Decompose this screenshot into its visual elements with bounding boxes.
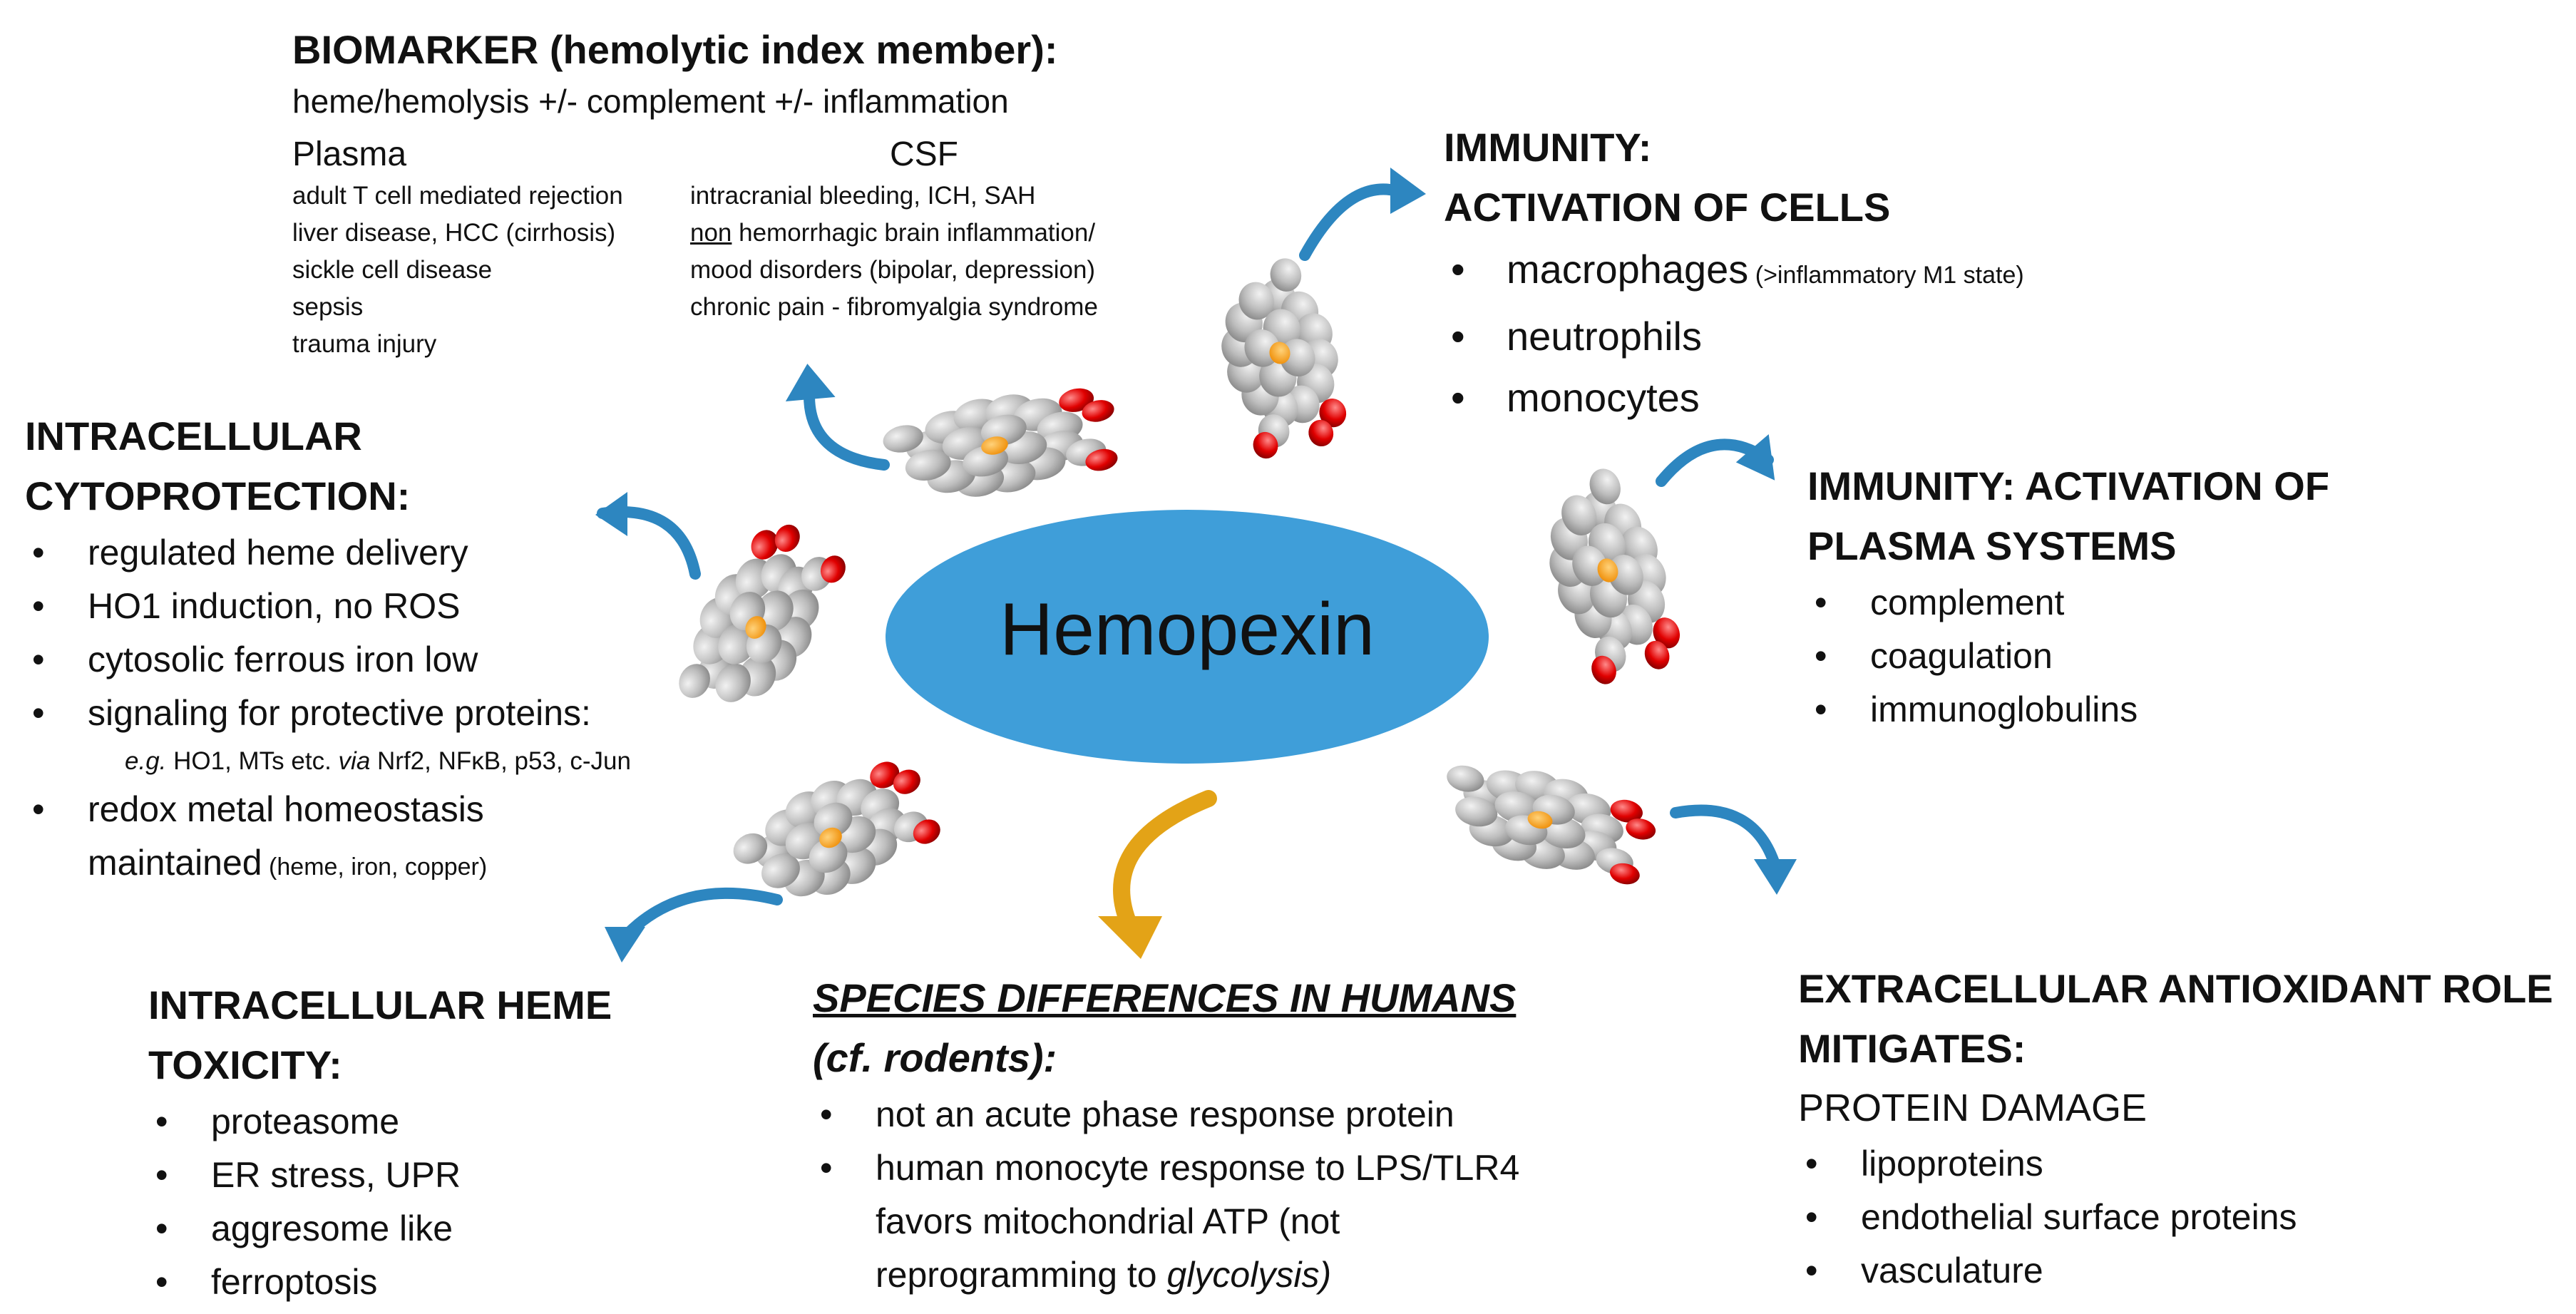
immunity-plasma-title-2: PLASMA SYSTEMS [1807,523,2177,568]
list-item: immunoglobulins [1807,683,2520,736]
list-item: not an acute phase response protein [813,1088,1654,1141]
antioxidant-title-2: MITIGATES: [1798,1026,2026,1071]
list-item: HO1 induction, no ROS [25,580,738,633]
list-item: vasculature [1798,1244,2568,1298]
list-item: non hemorrhagic brain inflammation/ [690,215,1098,252]
species-list: not an acute phase response protein huma… [813,1088,1654,1302]
immunity-plasma-title-1: IMMUNITY: ACTIVATION OF [1807,463,2330,508]
antioxidant-title-1: EXTRACELLULAR ANTIOXIDANT ROLE [1798,966,2553,1011]
csf-list: intracranial bleeding, ICH, SAH non hemo… [690,178,1098,326]
cytoprotection-title-1: INTRACELLULAR [25,414,362,458]
immunity-plasma-list: complement coagulation immunoglobulins [1807,576,2520,736]
list-item: coagulation [1807,630,2520,683]
cytoprotection-note: e.g. HO1, MTs etc. via Nrf2, NFκB, p53, … [25,740,738,783]
list-item: trauma injury [292,330,437,358]
hemopexin-ellipse [886,510,1489,764]
antioxidant-subtitle: PROTEIN DAMAGE [1798,1087,2147,1129]
list-item: redox metal homeostasis maintained (heme,… [25,783,738,894]
hemopexin-label: Hemopexin [1000,588,1375,671]
csf-non-text: non [690,219,732,247]
list-item: intracranial bleeding, ICH, SAH [690,182,1036,210]
biomarker-subtitle: heme/hemolysis +/- complement +/- inflam… [292,83,1009,120]
note-rest: Nrf2, NFκB, p53, c-Jun [370,747,631,775]
heme-toxicity-section: INTRACELLULAR HEME TOXICITY: proteasome … [148,975,790,1309]
note-eg: e.g. [125,747,167,775]
antioxidant-list: lipoproteins endothelial surface protein… [1798,1137,2568,1298]
list-item: sepsis [292,293,364,321]
list-item: adult T cell mediated rejection [292,182,623,210]
list-item: neutrophils [1444,306,2228,367]
list-item: lipoproteins [1798,1137,2568,1191]
immunity-plasma-section: IMMUNITY: ACTIVATION OF PLASMA SYSTEMS c… [1807,456,2520,736]
note-via: via [338,747,371,775]
cytoprotection-list: regulated heme delivery HO1 induction, n… [25,526,738,740]
antioxidant-section: EXTRACELLULAR ANTIOXIDANT ROLE MITIGATES… [1798,959,2568,1298]
list-item: sickle cell disease [292,256,493,284]
list-item: ER stress, UPR [148,1149,790,1202]
immunity-cells-section: IMMUNITY: ACTIVATION OF CELLS macrophage… [1444,118,2228,428]
list-item: aggresome like [148,1202,790,1256]
list-item: human monocyte response to LPS/TLR4 favor… [813,1141,1654,1302]
biomarker-plasma: Plasma adult T cell mediated rejection l… [292,132,623,363]
heme-toxicity-title-2: TOXICITY: [148,1042,342,1087]
csf-heading: CSF [890,135,958,173]
list-item: signaling for protective proteins: [25,687,738,740]
plasma-heading: Plasma [292,135,407,173]
species-item2-line2: favors mitochondrial ATP (not [876,1201,1340,1241]
cytoprotection-section: INTRACELLULAR CYTOPROTECTION: regulated … [25,406,738,894]
list-item: proteasome [148,1095,790,1149]
cytoprotection-title-2: CYTOPROTECTION: [25,473,411,518]
species-item2-line1: human monocyte response to LPS/TLR4 [876,1148,1520,1188]
species-title-2: (cf. rodents): [813,1035,1057,1080]
macrophages-note: (>inflammatory M1 state) [1748,262,2024,289]
list-item: complement [1807,576,2520,630]
list-item: mood disorders (bipolar, depression) [690,256,1096,284]
immunity-cells-title-2: ACTIVATION OF CELLS [1444,185,1891,230]
redox-line1: redox metal homeostasis [88,789,484,829]
heme-toxicity-title-1: INTRACELLULAR HEME [148,982,612,1027]
immunity-cells-title-1: IMMUNITY: [1444,125,1652,170]
species-section: SPECIES DIFFERENCES IN HUMANS (cf. roden… [813,968,1654,1302]
immunity-cells-list: macrophages (>inflammatory M1 state) neu… [1444,239,2228,428]
species-item2-line3b: glycolysis) [1166,1255,1332,1295]
arrow-to-biomarker [804,390,890,471]
list-item: liver disease, HCC (cirrhosis) [292,219,616,247]
biomarker-csf: CSF intracranial bleeding, ICH, SAH non … [690,132,1098,326]
heme-toxicity-list: proteasome ER stress, UPR aggresome like… [148,1095,790,1309]
csf-item2-rest: hemorrhagic brain inflammation/ [732,219,1096,247]
macrophages-text: macrophages [1507,247,1749,292]
plasma-list: adult T cell mediated rejection liver di… [292,178,623,363]
redox-line2: maintained [88,843,262,883]
list-item: macrophages (>inflammatory M1 state) [1444,239,2228,306]
biomarker-title: BIOMARKER (hemolytic index member): [292,27,1058,72]
list-item: chronic pain - fibromyalgia syndrome [690,293,1098,321]
biomarker-section: BIOMARKER (hemolytic index member): heme… [292,20,1219,123]
note-mid: HO1, MTs etc. [166,747,339,775]
list-item: regulated heme delivery [25,526,738,580]
cytoprotection-list-2: redox metal homeostasis maintained (heme,… [25,783,738,894]
list-item: monocytes [1444,367,2228,428]
species-item2-line3a: reprogramming to [876,1255,1167,1295]
list-item: endothelial surface proteins [1798,1191,2568,1244]
redox-note: (heme, iron, copper) [262,853,488,881]
list-item: cytosolic ferrous iron low [25,633,738,687]
species-title-1: SPECIES DIFFERENCES IN HUMANS [813,975,1517,1020]
list-item: ferroptosis [148,1256,790,1309]
